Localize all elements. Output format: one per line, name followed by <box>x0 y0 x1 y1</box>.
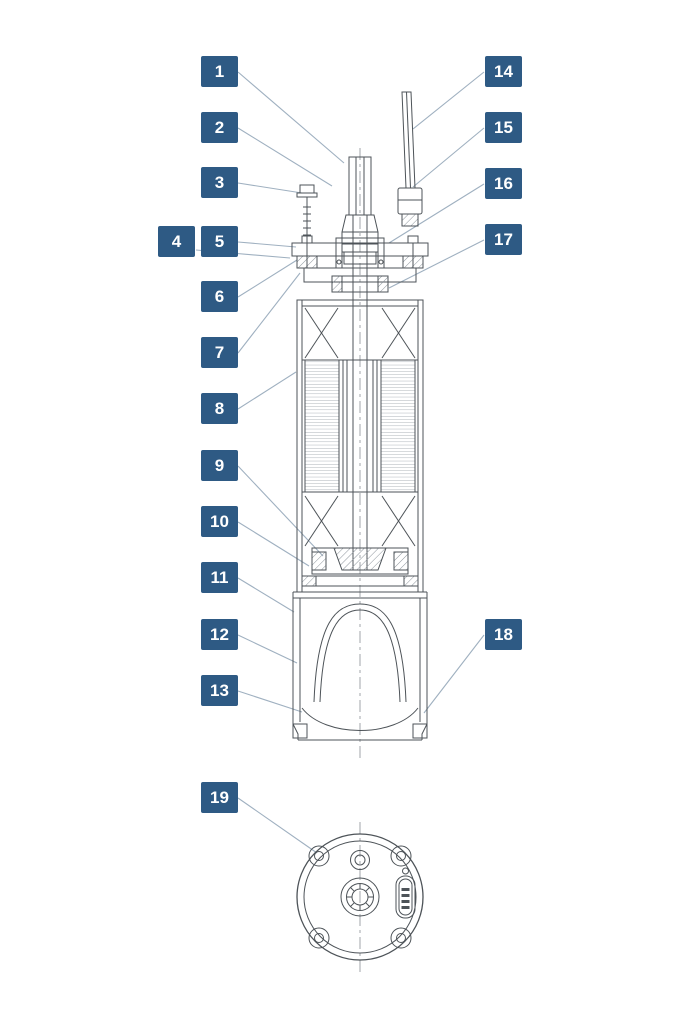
callout-label-3: 3 <box>201 167 238 198</box>
suction-housing <box>292 591 428 741</box>
callout-label-17: 17 <box>485 224 522 255</box>
callout-label-19: 19 <box>201 782 238 813</box>
callout-label-6: 6 <box>201 281 238 312</box>
cable-gland <box>397 187 423 227</box>
shaft-hub <box>340 877 380 917</box>
callout-label-12: 12 <box>201 619 238 650</box>
callout-label-11: 11 <box>201 562 238 593</box>
callout-label-9: 9 <box>201 450 238 481</box>
callout-label-7: 7 <box>201 337 238 368</box>
top-port <box>350 850 370 870</box>
rotor-shaft <box>342 300 378 570</box>
callout-label-10: 10 <box>201 506 238 537</box>
callout-label-18: 18 <box>485 619 522 650</box>
callout-label-1: 1 <box>201 56 238 87</box>
callout-label-13: 13 <box>201 675 238 706</box>
callout-label-15: 15 <box>485 112 522 143</box>
callout-label-8: 8 <box>201 393 238 424</box>
callout-label-2: 2 <box>201 112 238 143</box>
leader-lines <box>195 71 485 854</box>
callout-label-14: 14 <box>485 56 522 87</box>
bolt-lugs <box>308 845 412 949</box>
cross-section-view <box>291 91 429 760</box>
callout-label-4: 4 <box>158 226 195 257</box>
callout-label-5: 5 <box>201 226 238 257</box>
top-flange-assembly <box>291 215 429 300</box>
stator-laminations <box>304 359 416 493</box>
bottom-view <box>296 822 424 972</box>
callout-label-16: 16 <box>485 168 522 199</box>
lifting-bolt <box>296 184 318 243</box>
cable-connector <box>395 867 416 919</box>
base-circle <box>296 833 424 961</box>
power-cable <box>401 91 416 189</box>
lower-bearing <box>301 547 419 587</box>
